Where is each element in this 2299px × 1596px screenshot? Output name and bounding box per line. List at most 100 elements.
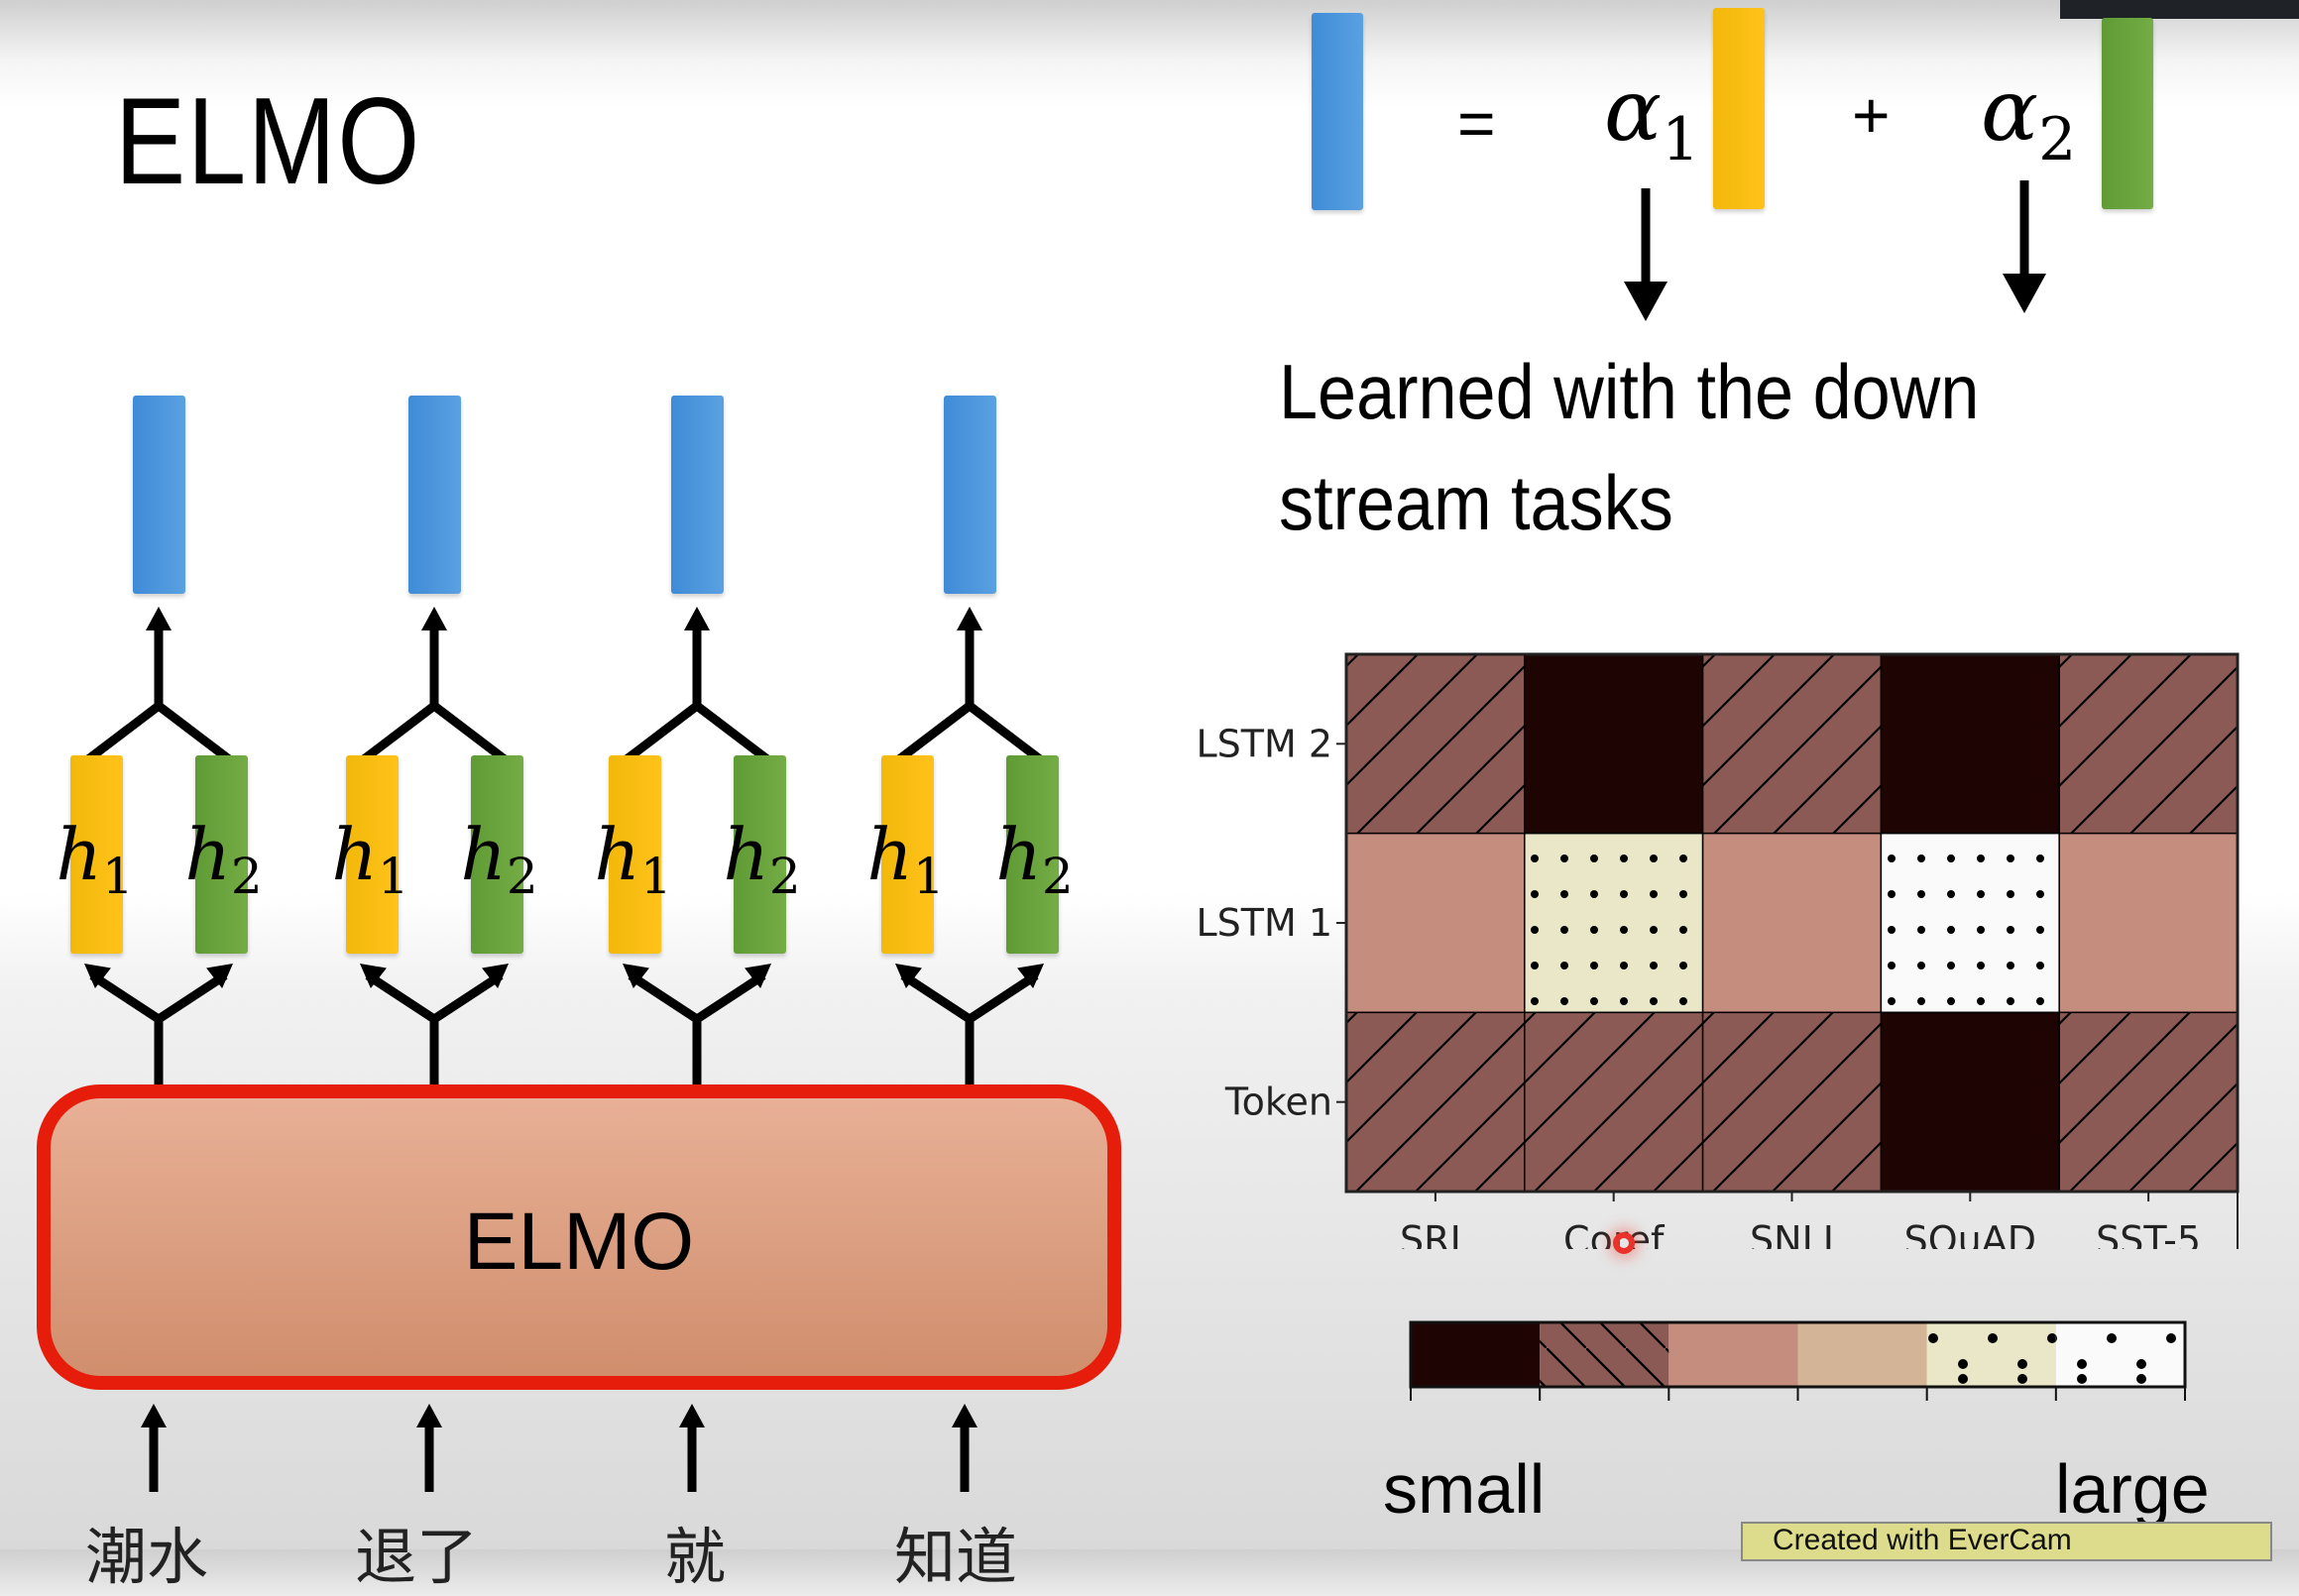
combined-vector xyxy=(1312,13,1363,210)
arrow-up-left-icon xyxy=(895,964,922,989)
colorbar-max-label: large xyxy=(2055,1450,2210,1528)
arrow-up-icon xyxy=(957,607,982,630)
video-overlay-bar xyxy=(2060,0,2299,19)
caption-line-1: Learned with the down xyxy=(1279,348,1980,435)
heatmap-cell xyxy=(1345,653,1526,835)
h2-label: h2 xyxy=(996,813,1074,905)
h2-symbol: h xyxy=(995,813,1042,896)
split-line xyxy=(89,971,162,1023)
backward-hidden-vector xyxy=(470,755,523,954)
split-line xyxy=(156,971,228,1023)
watermark: Created with EverCam xyxy=(1741,1522,2272,1561)
h2-symbol: h xyxy=(460,813,507,896)
heatmap-cell xyxy=(1880,653,2060,835)
arrow-up-right-icon xyxy=(745,964,771,989)
merge-line xyxy=(431,702,508,763)
slide-title: ELMO xyxy=(115,73,422,210)
colorbar-level xyxy=(2055,1322,2185,1387)
input-word-3: 就 xyxy=(664,1521,727,1593)
arrow-up-icon xyxy=(141,1404,167,1427)
colorbar-level xyxy=(1668,1322,1798,1387)
merge-line xyxy=(361,702,437,763)
h2-subscript: 2 xyxy=(230,848,263,905)
backward-hidden-vector xyxy=(1005,755,1059,954)
input-word-2: 退了 xyxy=(355,1521,479,1593)
merge-line xyxy=(694,702,770,763)
h1-symbol: h xyxy=(866,813,913,896)
h2-symbol: h xyxy=(723,813,769,896)
forward-hidden-vector xyxy=(345,755,399,954)
colorbar-svg xyxy=(1409,1320,2187,1401)
arrow-up-left-icon xyxy=(623,964,649,989)
h2-symbol: h xyxy=(184,813,231,896)
forward-hidden-vector xyxy=(880,755,934,954)
h1-label: h1 xyxy=(332,813,409,905)
output-embedding-vector xyxy=(670,396,724,594)
h2-label: h2 xyxy=(185,813,263,905)
heatmap-cell xyxy=(1701,653,1883,835)
plus-sign: + xyxy=(1852,78,1891,152)
heatmap-cell xyxy=(1701,1011,1883,1193)
arrow-up-icon xyxy=(679,1404,705,1427)
backward-hidden-vector xyxy=(733,755,786,954)
colorbar-level xyxy=(1411,1322,1541,1387)
arrow-up-left-icon xyxy=(360,964,387,989)
arrow-up-left-icon xyxy=(84,964,111,989)
heatmap-row-label: LSTM 2 xyxy=(1196,722,1332,765)
h1-symbol: h xyxy=(56,813,102,896)
h2-vector xyxy=(2102,18,2153,209)
h1-vector xyxy=(1713,8,1765,209)
h2-label: h2 xyxy=(461,813,538,905)
h1-label: h1 xyxy=(57,813,134,905)
alpha-1: α1 xyxy=(1604,61,1700,174)
h1-subscript: 1 xyxy=(377,848,409,905)
arrow-up-icon xyxy=(416,1404,442,1427)
output-embedding-vector xyxy=(407,396,461,594)
split-line xyxy=(628,971,700,1023)
equals-sign: = xyxy=(1457,86,1496,160)
colorbar-level xyxy=(1797,1322,1927,1387)
heatmap-cell xyxy=(1524,1011,1704,1193)
forward-hidden-vector xyxy=(608,755,661,954)
colorbar-level xyxy=(1540,1322,1669,1387)
h1-subscript: 1 xyxy=(101,848,134,905)
input-word-1: 潮水 xyxy=(85,1521,209,1593)
colorbar-level xyxy=(1926,1322,2056,1387)
heatmap-cell xyxy=(1701,832,1883,1014)
merge-line xyxy=(896,702,973,763)
split-line xyxy=(694,971,766,1023)
output-embedding-vector xyxy=(132,396,185,594)
split-line xyxy=(431,971,504,1023)
merge-line xyxy=(156,702,232,763)
merge-line xyxy=(967,702,1043,763)
h2-subscript: 2 xyxy=(1041,848,1074,905)
heatmap-row-label: LSTM 1 xyxy=(1196,901,1332,945)
heatmap-cell xyxy=(1880,1011,2060,1193)
heatmap-column-label: SQuAD xyxy=(1904,1218,2036,1249)
split-line xyxy=(900,971,973,1023)
h1-subscript: 1 xyxy=(912,848,945,905)
mouse-cursor-indicator xyxy=(1613,1232,1635,1254)
merge-line xyxy=(85,702,162,763)
alpha-arrows xyxy=(1624,180,2046,321)
input-word-4: 知道 xyxy=(894,1521,1018,1593)
h2-subscript: 2 xyxy=(768,848,801,905)
arrow-down-icon xyxy=(2003,180,2046,313)
merge-line xyxy=(624,702,700,763)
split-line xyxy=(967,971,1039,1023)
arrow-up-right-icon xyxy=(482,964,509,989)
caption-line-2: stream tasks xyxy=(1279,459,1673,546)
arrow-up-icon xyxy=(421,607,447,630)
heatmap-cell xyxy=(1345,832,1526,1014)
output-embedding-vector xyxy=(943,396,996,594)
h1-symbol: h xyxy=(594,813,640,896)
forward-hidden-vector xyxy=(69,755,123,954)
elmo-box-label: ELMO xyxy=(463,1197,695,1287)
arrow-down-icon xyxy=(1624,188,1667,321)
h1-label: h1 xyxy=(595,813,672,905)
colorbar-min-label: small xyxy=(1383,1450,1546,1528)
heatmap-cell xyxy=(2058,653,2239,835)
elmo-model-box: ELMO xyxy=(37,1084,1121,1390)
heatmap-column-label: SRL xyxy=(1400,1218,1471,1249)
